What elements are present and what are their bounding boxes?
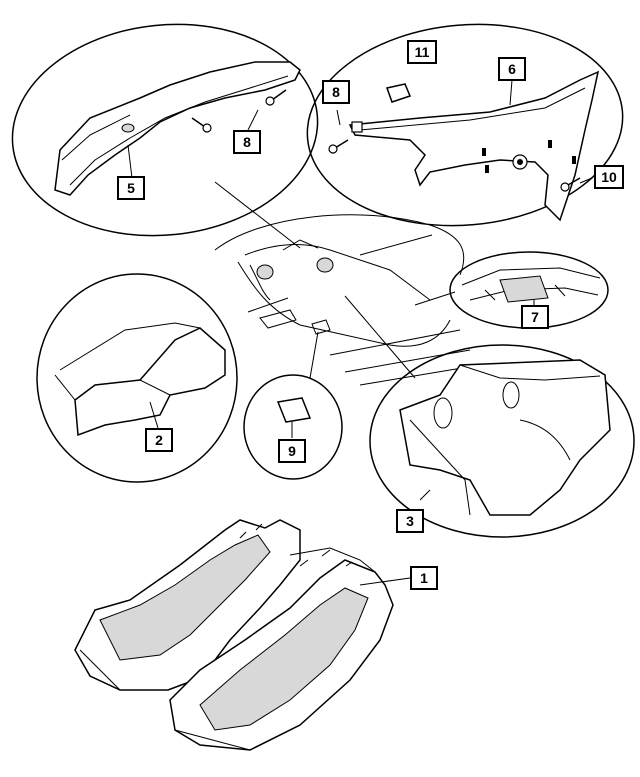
callout-10: 10 [594,165,624,189]
svg-text:6: 6 [508,61,516,77]
svg-text:5: 5 [127,180,135,196]
detail-bubble-part-6 [306,23,624,227]
detail-bubble-part-2 [36,273,238,483]
svg-text:3: 3 [406,513,414,529]
callout-7: 7 [521,305,549,329]
svg-text:8: 8 [332,84,340,100]
callout-8-right: 8 [322,80,350,104]
leader-lines [214,181,456,379]
screw-icon [265,89,287,106]
screw-icon [328,139,349,154]
detail-bubble-part-7 [449,251,609,329]
callout-6: 6 [498,57,526,81]
svg-text:7: 7 [531,309,539,325]
svg-text:11: 11 [415,44,430,60]
detail-bubble-part-3 [369,344,635,538]
callout-9: 9 [278,439,306,463]
svg-text:2: 2 [155,432,163,448]
detail-bubble-part-5 [11,23,319,237]
callout-8-left: 8 [233,130,261,154]
callout-2: 2 [145,428,173,452]
callout-3: 3 [396,509,424,533]
screw-icon [191,117,212,133]
console-assembly-part-1 [74,519,411,751]
svg-text:1: 1 [420,570,428,586]
svg-text:8: 8 [243,134,251,150]
svg-text:9: 9 [288,443,296,459]
vehicle-interior-sketch [214,214,481,386]
svg-text:10: 10 [601,169,617,185]
callout-11: 11 [407,40,437,64]
screw-icon [560,177,581,192]
callout-5: 5 [117,176,145,200]
callout-1: 1 [410,566,438,590]
detail-bubble-part-9 [243,374,343,480]
